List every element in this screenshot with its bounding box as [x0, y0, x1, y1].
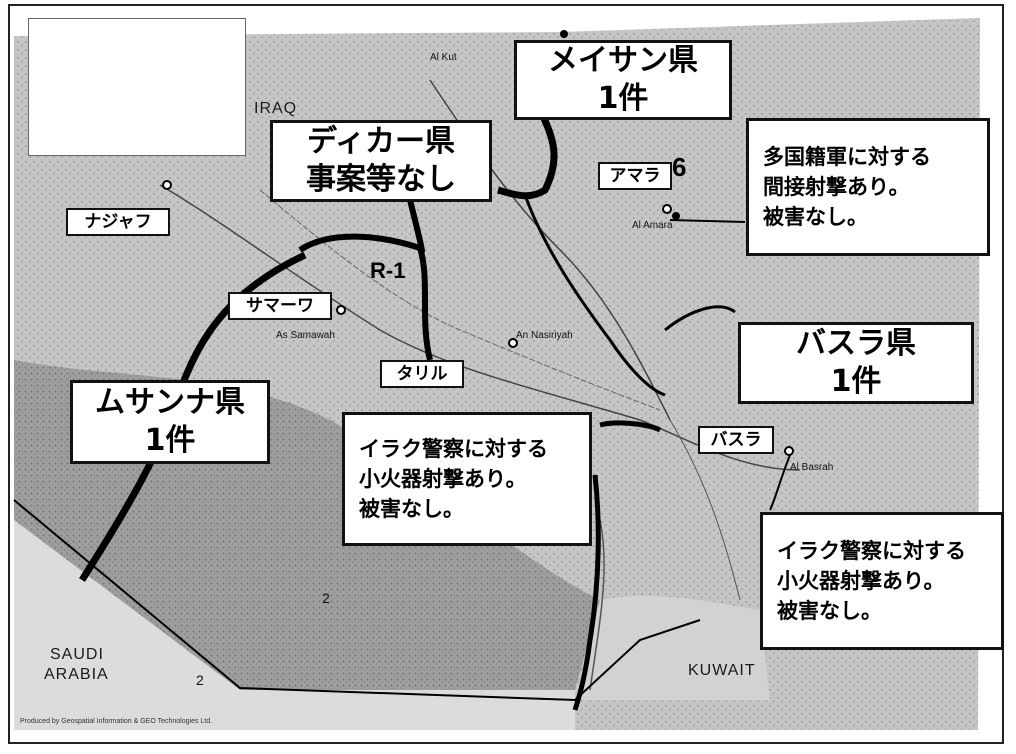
kuwait-region: [575, 595, 770, 700]
map-credit: Produced by Geospatial Information & GEO…: [20, 718, 213, 725]
province-count-muthanna: 1件: [144, 423, 196, 458]
note-line: 小火器射撃あり。: [777, 569, 945, 593]
city-dot-amara-marker: [672, 212, 680, 220]
label-marker-2: 2: [322, 590, 330, 606]
city-dot-najaf: [162, 180, 172, 190]
road-2: [589, 519, 605, 691]
boundary-dhiqar-west: [407, 199, 425, 255]
note-line: 小火器射撃あり。: [359, 467, 527, 491]
city-label-amara: アマラ: [598, 162, 672, 190]
label-iraq: IRAQ: [254, 100, 298, 117]
map-frame: [8, 4, 1004, 744]
city-name: アマラ: [609, 166, 661, 186]
city-label-najaf: ナジャフ: [66, 208, 170, 236]
note-box-muthanna: イラク警察に対する 小火器射撃あり。 被害なし。: [342, 412, 592, 546]
boundary-basra-north: [664, 305, 736, 332]
label-marker-2b: 2: [196, 672, 204, 688]
city-dot-basra: [784, 446, 794, 456]
river-euphrates: [159, 184, 641, 421]
legend-blank-box: [28, 18, 246, 156]
city-label-tallil: タリル: [380, 360, 464, 388]
province-box-muthanna: ムサンナ県 1件: [70, 380, 270, 464]
city-dot-amara: [662, 204, 672, 214]
province-count-basra: 1件: [830, 364, 882, 399]
province-box-maysan: メイサン県 1件: [514, 40, 732, 120]
boundary-basra-lower: [599, 420, 662, 433]
city-dot-samawah: [336, 305, 346, 315]
note-box-basra: イラク警察に対する 小火器射撃あり。 被害なし。: [760, 512, 1004, 650]
city-name: タリル: [396, 364, 448, 384]
leader-line-basra: [769, 454, 791, 511]
label-marker-6: 6: [672, 152, 687, 182]
note-line: イラク警察に対する: [359, 437, 548, 461]
note-line: 被害なし。: [777, 599, 882, 623]
boundary-dhiqar-maysan: [497, 108, 558, 200]
province-name-basra: バスラ県: [796, 326, 916, 361]
label-route-r1: R-1: [370, 258, 406, 283]
label-arabia: ARABIA: [44, 666, 109, 683]
international-border: [13, 499, 701, 702]
province-box-dhiqar: ディカー県 事案等なし: [270, 120, 492, 202]
city-name: バスラ: [710, 430, 762, 450]
city-dot-nasiriyah: [508, 338, 518, 348]
note-line: 被害なし。: [359, 497, 464, 521]
label-al-basrah: Al Basrah: [790, 462, 834, 473]
note-line: 間接射撃あり。: [763, 175, 910, 199]
label-as-samawah: As Samawah: [276, 330, 335, 341]
label-al-amara: Al Amara: [632, 220, 673, 231]
province-count-maysan: 1件: [597, 81, 649, 116]
saudi-region: [14, 520, 575, 730]
label-al-kut: Al Kut: [430, 52, 457, 63]
city-name: サマーワ: [246, 296, 314, 316]
note-line: 被害なし。: [763, 205, 868, 229]
note-line: 多国籍軍に対する: [763, 145, 931, 169]
note-box-maysan: 多国籍軍に対する 間接射撃あり。 被害なし。: [746, 118, 990, 256]
label-an-nasiriyah: An Nasiriyah: [516, 330, 573, 341]
leader-line-amara: [669, 219, 746, 223]
label-kuwait: KUWAIT: [688, 662, 756, 679]
boundary-southern-road: [572, 474, 601, 711]
city-label-samawah: サマーワ: [228, 292, 332, 320]
label-saudi: SAUDI: [50, 646, 104, 663]
boundary-maysan-south: [523, 194, 666, 397]
province-name-maysan: メイサン県: [548, 43, 698, 78]
map-marker-top: [560, 30, 568, 38]
province-name-muthanna: ムサンナ県: [95, 385, 245, 420]
city-name: ナジャフ: [84, 212, 152, 232]
city-label-basra: バスラ: [698, 426, 774, 454]
road-3: [669, 419, 741, 601]
province-name-dhiqar: ディカー県: [307, 124, 455, 159]
province-count-dhiqar: 事案等なし: [306, 162, 456, 197]
note-line: イラク警察に対する: [777, 539, 966, 563]
province-box-basra: バスラ県 1件: [738, 322, 974, 404]
road-1: [259, 189, 661, 411]
